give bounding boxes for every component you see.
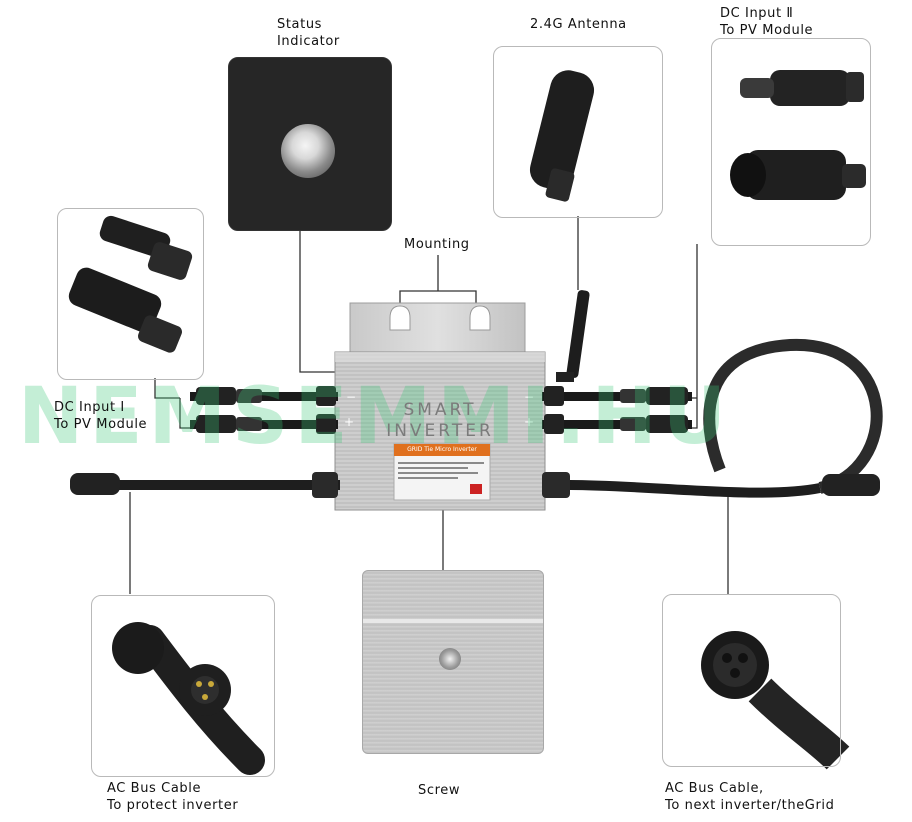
dc1-label-line1: DC Input Ⅰ <box>54 400 125 415</box>
ac-next-connector-image <box>701 631 850 770</box>
svg-text:−: − <box>346 390 356 404</box>
ac-protect-line1: AC Bus Cable <box>107 781 202 796</box>
ac-protect-label: AC Bus Cable To protect inverter <box>107 780 238 814</box>
ac-protect-card <box>91 595 275 777</box>
ac-next-line1: AC Bus Cable, <box>665 781 764 796</box>
dc1-leader <box>154 378 180 399</box>
dc1-connector-image <box>68 215 193 353</box>
status-led-icon <box>281 124 335 178</box>
brand-line-1: SMART <box>403 400 477 420</box>
dc-cables <box>190 386 692 434</box>
inverter-brand-text: SMART INVERTER <box>385 400 495 442</box>
ac-protect-connector-image <box>112 622 265 775</box>
ac-bus-cable <box>70 338 883 498</box>
mounting-label: Mounting <box>404 237 470 252</box>
nameplate-title: GRID Tie Micro Inverter <box>407 446 477 453</box>
screw-label: Screw <box>418 783 461 798</box>
status-label-line2: Indicator <box>277 34 340 49</box>
status-indicator-label: Status Indicator <box>277 16 340 50</box>
ac-next-card <box>662 594 841 767</box>
dc-input-1-card <box>57 208 204 380</box>
antenna-label: 2.4G Antenna <box>530 17 627 32</box>
dc2-connector-image <box>730 70 866 200</box>
status-leader <box>299 228 340 373</box>
ac-protect-line2: To protect inverter <box>107 798 239 813</box>
ac-next-label: AC Bus Cable, To next inverter/theGrid <box>665 780 834 814</box>
dc1-label-line2: To PV Module <box>54 417 148 432</box>
watermark-text: NEMSEMMI.HU <box>18 372 733 462</box>
svg-text:+: + <box>344 415 354 429</box>
svg-text:−: − <box>524 390 534 404</box>
dc-input-2-label: DC Input Ⅱ To PV Module <box>720 5 813 39</box>
dc2-label-line1: DC Input Ⅱ <box>720 6 794 21</box>
svg-text:+: + <box>524 415 534 429</box>
brand-line-2: INVERTER <box>386 421 494 441</box>
status-label-line1: Status <box>277 17 323 32</box>
screw-closeup <box>362 570 544 754</box>
ac-next-line2: To next inverter/theGrid <box>665 798 835 813</box>
antenna-card <box>493 46 663 218</box>
dc2-label-line2: To PV Module <box>720 23 814 38</box>
screw-plate-edge <box>363 619 543 623</box>
antenna-image <box>529 70 595 202</box>
dc-input-1-label: DC Input Ⅰ To PV Module <box>54 399 147 433</box>
dc-input-2-card <box>711 38 871 246</box>
status-indicator-card <box>228 57 392 231</box>
inverter-body: − + − + <box>334 290 590 511</box>
screw-icon <box>439 648 461 670</box>
